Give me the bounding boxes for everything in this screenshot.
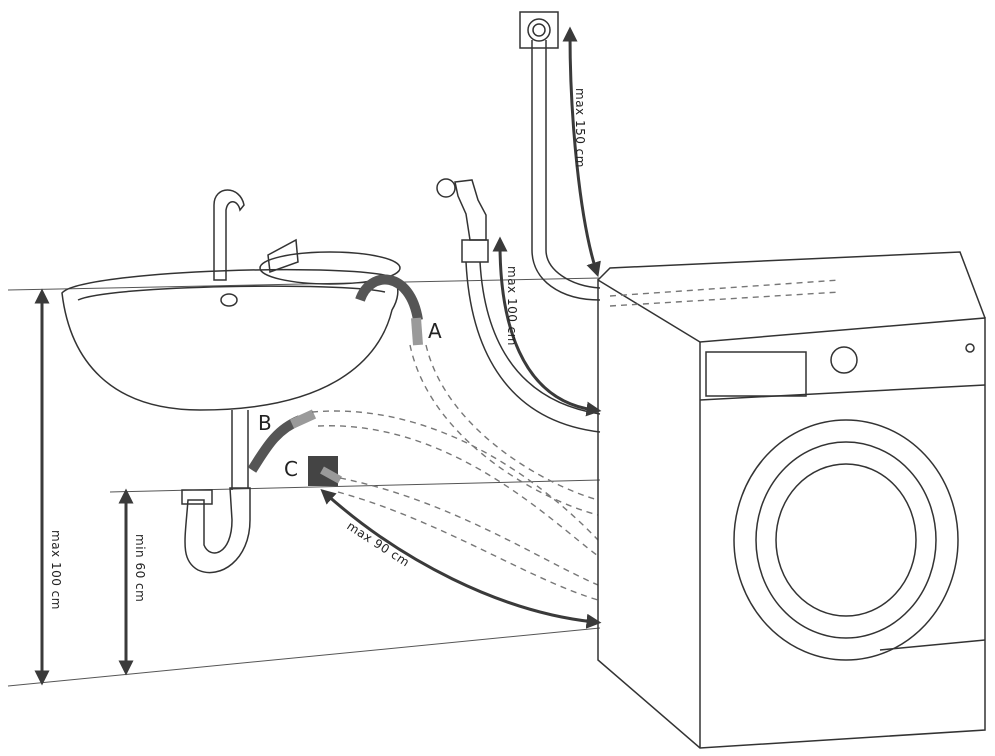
dim-max-100-tap: max 100 cm: [505, 266, 519, 346]
label-b: B: [258, 411, 272, 435]
wall-standpipe: [519, 11, 601, 301]
dim-max-90: max 90 cm: [344, 519, 412, 570]
arrow-max-100-tap: [492, 236, 602, 417]
dimension-arrows: [34, 26, 602, 686]
dim-max-150: max 150 cm: [573, 88, 587, 168]
dim-min-60: min 60 cm: [133, 534, 147, 602]
sink: [61, 189, 401, 574]
label-c: C: [284, 457, 298, 481]
dim-max-100-left: max 100 cm: [49, 530, 63, 610]
hose-route-b: [247, 409, 599, 557]
hose-route-a: [355, 274, 599, 516]
arrow-max-90: [320, 489, 602, 629]
label-a: A: [428, 319, 442, 343]
washing-machine: [597, 251, 986, 749]
